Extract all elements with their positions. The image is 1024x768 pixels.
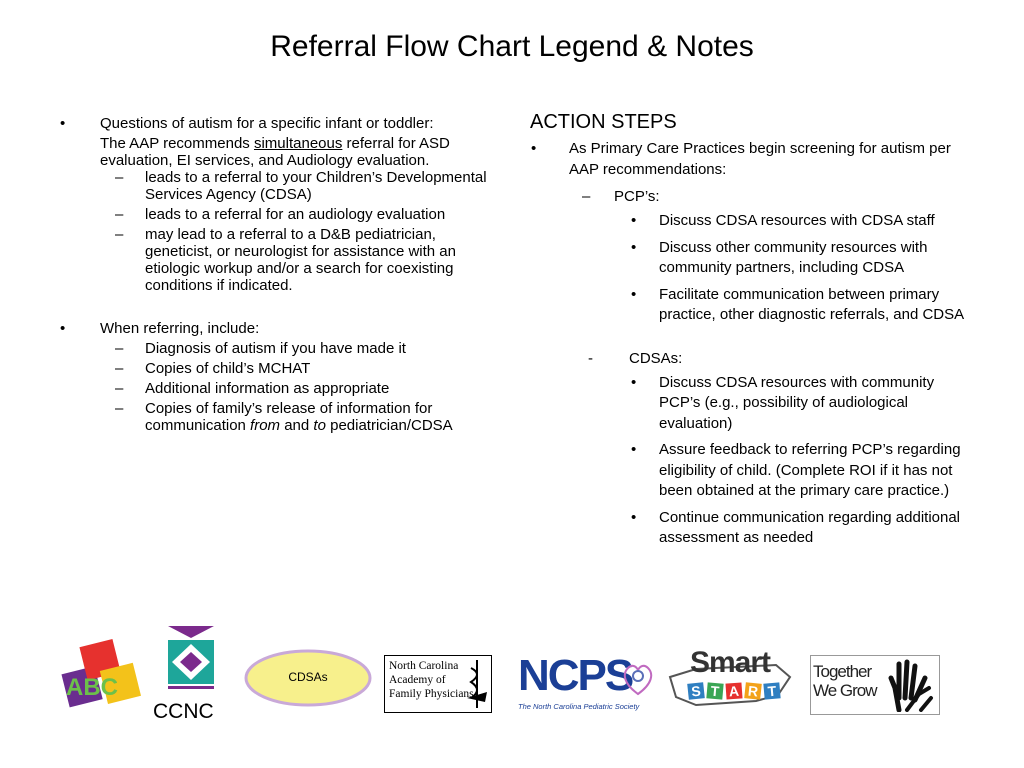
ncps-figure-icon — [623, 664, 653, 696]
left-sub-item: – leads to a referral for an audiology e… — [60, 206, 500, 223]
aap-text-underlined: simultaneous — [253, 135, 343, 152]
release-text-from: from — [250, 417, 281, 434]
ncafp-logo: North Carolina Academy of Family Physici… — [384, 655, 492, 713]
page-title: Referral Flow Chart Legend & Notes — [270, 30, 754, 63]
together-we-grow-logo: Together We Grow — [810, 655, 940, 715]
ncafp-line: North Carolina — [389, 660, 459, 672]
together-line: Together — [813, 662, 872, 681]
aap-recommendation: The AAP recommends simultaneous referral… — [60, 135, 500, 169]
aap-text-post: referral for ASD evaluation, EI services… — [100, 135, 450, 169]
pcp-item-text: Discuss other community resources with c… — [659, 238, 928, 277]
bullet-marker: • — [631, 285, 637, 303]
start-blocks: S T A R T — [687, 682, 781, 700]
cdsa-item-text: Discuss CDSA resources with community PC… — [659, 373, 935, 432]
left-sub-text: Diagnosis of autism if you have made it — [145, 340, 406, 357]
cdsa-item: • Assure feedback to referring PCP’s reg… — [530, 440, 970, 502]
left-bullet-2-lead: When referring, include: — [100, 320, 260, 337]
cdsa-item: • Discuss CDSA resources with community … — [530, 373, 970, 435]
dash-marker: – — [115, 400, 124, 417]
dash-marker: – — [115, 380, 124, 397]
left-sub-text: may lead to a referral to a D&B pediatri… — [145, 226, 456, 294]
pcp-item: • Discuss CDSA resources with CDSA staff — [530, 211, 970, 232]
left-sub-text: Copies of child’s MCHAT — [145, 360, 311, 377]
dash-marker: – — [115, 340, 124, 357]
pcp-group: – PCP’s: — [530, 188, 970, 205]
left-bullet-1-lead: Questions of autism for a specific infan… — [100, 115, 434, 132]
pcp-label: PCP’s: — [614, 188, 660, 205]
left-sub-item: – Copies of child’s MCHAT — [60, 360, 500, 377]
pcp-item: • Discuss other community resources with… — [530, 238, 970, 279]
dash-marker: – — [115, 169, 124, 186]
bullet-marker: • — [631, 212, 637, 229]
start-block: T — [763, 682, 781, 700]
caduceus-icon — [467, 660, 487, 708]
ncps-logo-text: NCPS — [518, 651, 634, 700]
left-sub-item: – Copies of family’s release of informat… — [60, 400, 500, 434]
ccnc-label: CCNC — [153, 700, 214, 723]
aap-text-pre: The AAP recommends — [100, 135, 254, 152]
release-text-and: and — [280, 417, 314, 434]
start-block: A — [725, 682, 743, 700]
logo-strip: ABC CCNC CDSAs North Carolina Academy of… — [0, 620, 1024, 730]
start-block: R — [744, 682, 762, 700]
release-text-to: to — [313, 417, 326, 434]
pcp-item-text: Facilitate communication between primary… — [659, 285, 965, 324]
dash-marker: – — [115, 226, 124, 243]
action-steps-heading: ACTION STEPS — [530, 111, 677, 133]
cdsas-logo-text: CDSAs — [288, 670, 328, 684]
release-text-pre: Copies of family’s release of informatio… — [145, 400, 433, 434]
cdsa-item-text: Continue communication regarding additio… — [659, 508, 961, 547]
left-sub-item: – Diagnosis of autism if you have made i… — [60, 340, 500, 357]
left-sub-text: leads to a referral for an audiology eva… — [145, 206, 446, 223]
cdsa-label: CDSAs: — [629, 349, 683, 367]
bullet-marker: • — [631, 508, 637, 526]
start-block: T — [706, 682, 724, 700]
ncafp-line: Academy of — [389, 674, 446, 686]
ccnc-emblem — [168, 626, 214, 689]
right-column: ACTION STEPS • As Primary Care Practices… — [530, 110, 970, 555]
left-column: • Questions of autism for a specific inf… — [60, 115, 500, 434]
cdsa-item-text: Assure feedback to referring PCP’s regar… — [659, 441, 961, 499]
hyphen-marker: - — [588, 349, 593, 367]
left-sub-item: – Additional information as appropriate — [60, 380, 500, 397]
cdsa-item: • Continue communication regarding addit… — [530, 508, 970, 549]
ncps-tagline: The North Carolina Pediatric Society — [518, 702, 640, 711]
bullet-marker: • — [631, 441, 637, 458]
bullet-marker: • — [631, 238, 637, 256]
ncafp-line: Family Physicians — [389, 688, 474, 700]
left-bullet-2: • When referring, include: — [60, 320, 500, 337]
cdsas-logo — [244, 649, 372, 707]
left-sub-text: Additional information as appropriate — [145, 380, 390, 397]
left-sub-text: leads to a referral to your Children’s D… — [145, 169, 487, 203]
release-text-post: pediatrician/CDSA — [325, 417, 453, 434]
pcp-item: • Facilitate communication between prima… — [530, 285, 970, 326]
cdsa-group: - CDSAs: — [530, 350, 970, 367]
left-sub-item: – may lead to a referral to a D&B pediat… — [60, 226, 500, 294]
dash-marker: – — [115, 206, 124, 223]
smart-start-title: Smart — [690, 646, 771, 679]
dash-marker: – — [115, 360, 124, 377]
left-bullet-1: • Questions of autism for a specific inf… — [60, 115, 500, 132]
dash-marker: – — [582, 188, 591, 205]
bullet-marker: • — [60, 115, 66, 132]
right-bullet-1: • As Primary Care Practices begin screen… — [530, 139, 970, 180]
hands-icon — [888, 659, 933, 712]
bullet-marker: • — [631, 373, 637, 391]
start-block: S — [687, 682, 705, 700]
right-bullet-1-text: As Primary Care Practices begin screenin… — [569, 140, 951, 178]
bullet-marker: • — [60, 320, 66, 337]
abc-blocks-logo: ABC — [61, 639, 142, 708]
abc-logo-text: ABC — [66, 674, 118, 701]
pcp-item-text: Discuss CDSA resources with CDSA staff — [659, 212, 935, 229]
left-sub-item: – leads to a referral to your Children’s… — [60, 169, 500, 203]
bullet-marker: • — [531, 140, 537, 157]
together-line: We Grow — [813, 681, 878, 700]
